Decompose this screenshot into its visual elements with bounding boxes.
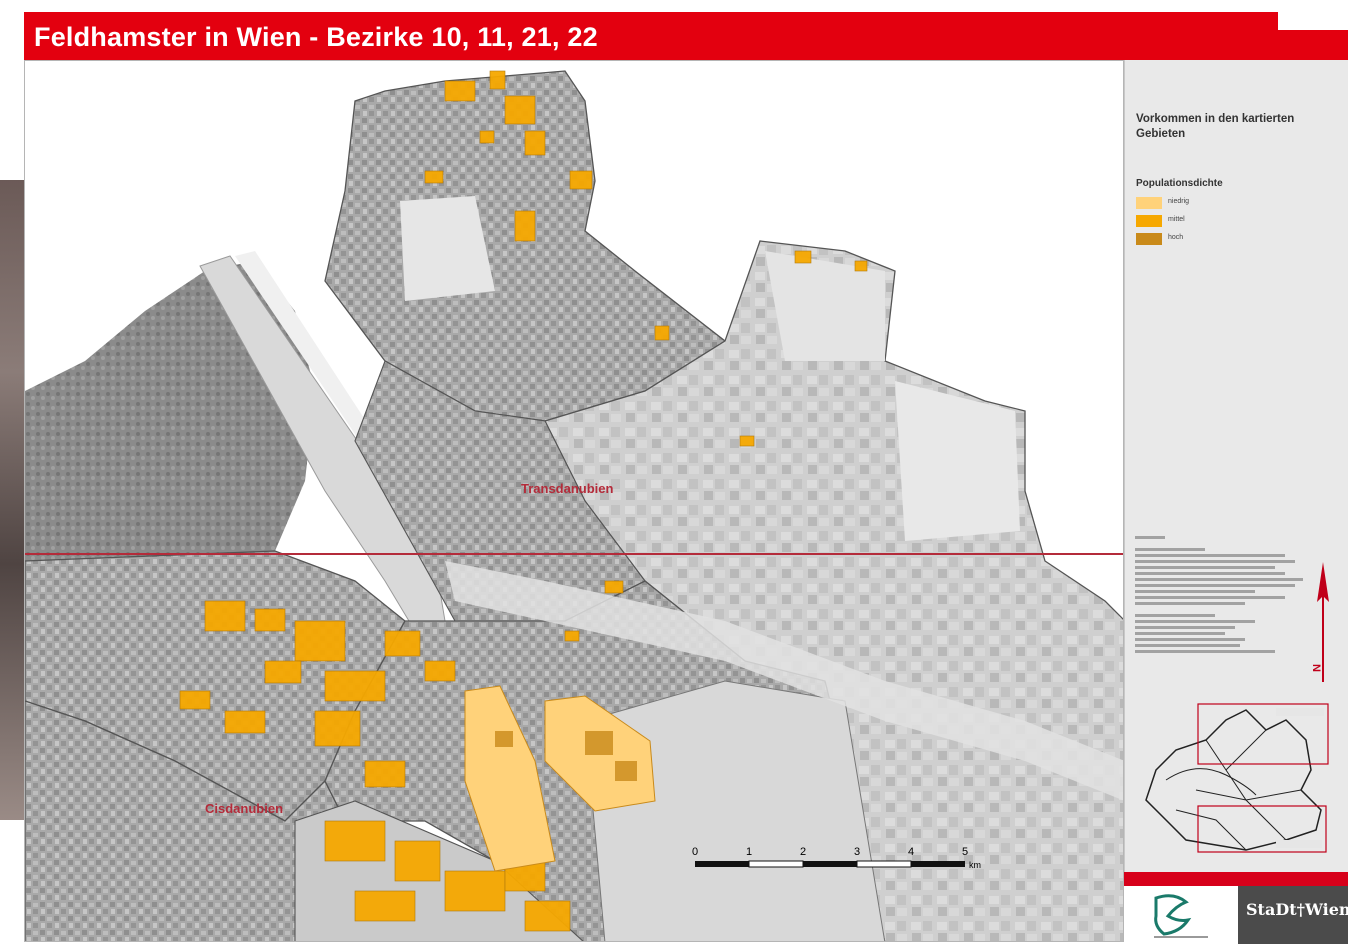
background-photo-strip [0,180,24,820]
page-title: Feldhamster in Wien - Bezirke 10, 11, 21… [34,22,598,52]
legend-heading: Vorkommen in den kartierten Gebieten [1136,113,1295,140]
legend-swatch-high [1136,233,1162,245]
map-canvas[interactable]: Transdanubien Cisdanubien 0 1 2 3 4 5 km [25,61,1124,942]
map-frame[interactable]: Transdanubien Cisdanubien 0 1 2 3 4 5 km [24,60,1124,942]
title-bar-extension [1278,30,1348,60]
scale-bar: 0 1 2 3 4 5 km [692,846,981,870]
district-21 [324,70,727,422]
fields-22-east [895,381,1020,541]
region-label-transdanubien: Transdanubien [521,481,614,496]
legend-item-mid: mittel [1136,215,1336,229]
region-label-cisdanubien: Cisdanubien [205,801,283,816]
hamster-logo-icon [1154,894,1208,938]
scale-tick-0: 0 [692,846,698,858]
partner-logo [1124,886,1238,944]
background-strip [1276,0,1348,30]
legend-swatch-mid [1136,215,1162,227]
legend-label-mid: mittel [1168,216,1185,223]
north-arrow-icon [1317,562,1329,682]
legend-subtitle: Populationsdichte [1136,178,1223,189]
north-label: N [1309,664,1322,672]
scale-unit: km [969,860,981,870]
credits-block [1135,536,1307,656]
legend-label-low: niedrig [1168,198,1190,205]
fields-22-north [765,251,885,361]
scale-tick-4: 4 [908,846,914,858]
stadt-wien-wordmark: StaDt†Wien [1246,900,1348,919]
scale-tick-2: 2 [800,846,806,858]
scale-tick-3: 3 [854,846,860,858]
southeast-open-area [584,680,886,941]
legend-panel: Vorkommen in den kartierten Gebieten Pop… [1124,60,1348,872]
legend-item-low: niedrig [1136,197,1336,211]
hamster-area-large-2 [464,685,556,872]
fields-21 [400,196,495,301]
legend-label-high: hoch [1168,234,1184,241]
stadt-wien-logo: StaDt†Wien [1238,886,1348,944]
scale-tick-5: 5 [962,846,968,858]
scale-tick-1: 1 [746,846,752,858]
hamster-occurrences-north [424,70,868,447]
footer-band [1124,872,1348,886]
danube-east [445,561,1123,801]
title-bar [24,12,1278,60]
hamster-high-density [495,731,637,781]
legend-item-high: hoch [1136,233,1336,247]
overview-map [1145,703,1329,853]
legend-swatch-low [1136,197,1162,209]
